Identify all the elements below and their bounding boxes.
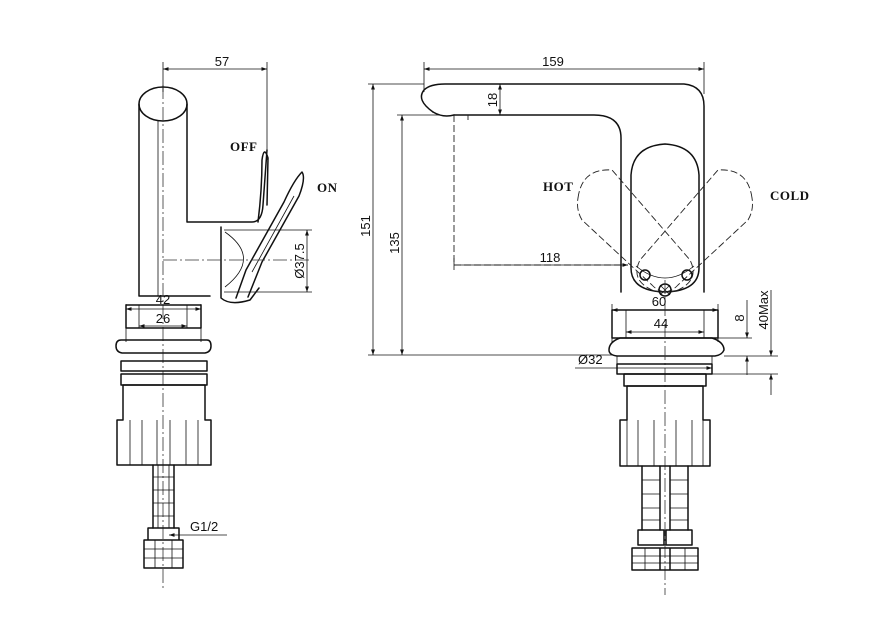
dim-8: 8: [732, 314, 747, 321]
dim-37-5: Ø37.5: [292, 243, 307, 278]
front-hose-right: [669, 465, 689, 531]
front-spout: [420, 83, 705, 293]
side-joint: [220, 226, 260, 304]
side-nut-top: [120, 373, 208, 386]
front-handle: [630, 143, 700, 293]
front-handle-cold: [636, 169, 753, 293]
side-fixing-nut: [116, 384, 212, 466]
dim-60: 60: [652, 294, 666, 309]
label-hot: HOT: [543, 179, 573, 194]
side-hose-connector: [143, 527, 184, 569]
front-nut-top: [623, 373, 707, 387]
dim-118: 118: [540, 250, 561, 265]
front-spout-tip: [432, 111, 455, 117]
side-nut-slots: [129, 420, 199, 465]
dim-135: 135: [387, 232, 402, 254]
label-off: OFF: [230, 139, 258, 154]
front-deck-flange: [608, 337, 725, 357]
side-shank: [152, 464, 175, 529]
front-outlet-dashed: [453, 115, 628, 266]
side-hose-connector-lines: [144, 540, 183, 568]
side-handle-on: [235, 171, 305, 299]
side-shank-grooves: [153, 465, 174, 528]
front-pivot-right: [681, 269, 693, 281]
side-washer: [120, 360, 208, 372]
dim-159: 159: [542, 54, 564, 69]
dim-57: 57: [215, 54, 229, 69]
side-handle-off: [257, 151, 269, 223]
front-fixing-nut: [619, 385, 711, 467]
dim-44: 44: [654, 316, 668, 331]
dim-g1-2: G1/2: [190, 519, 218, 534]
front-handle-hot: [577, 169, 694, 293]
front-washer: [616, 363, 713, 375]
front-view: 159 18 151 135 118 60 44 Ø32: [358, 54, 810, 595]
dim-40max: 40Max: [756, 290, 771, 330]
dim-26: 26: [156, 311, 170, 326]
dim-42: 42: [156, 292, 170, 307]
front-nut-slots: [626, 420, 704, 466]
side-view: 57 Ø37.5 42 26 G1/2 OFF ON: [115, 54, 338, 588]
front-handle-bottom: [635, 265, 695, 279]
front-hose-grooves: [642, 479, 688, 521]
side-joint-arc: [224, 231, 244, 288]
dim-32: Ø32: [578, 352, 603, 367]
front-hose-left: [641, 465, 661, 531]
label-on: ON: [317, 180, 338, 195]
side-handle-on-inner: [251, 195, 295, 273]
dim-151: 151: [358, 215, 373, 237]
front-hose-connector-lines: [632, 548, 698, 570]
label-cold: COLD: [770, 188, 810, 203]
front-pivot-left: [639, 269, 651, 281]
side-deck-flange: [115, 339, 212, 354]
front-hose-connectors: [631, 529, 699, 571]
dim-18: 18: [485, 93, 500, 107]
